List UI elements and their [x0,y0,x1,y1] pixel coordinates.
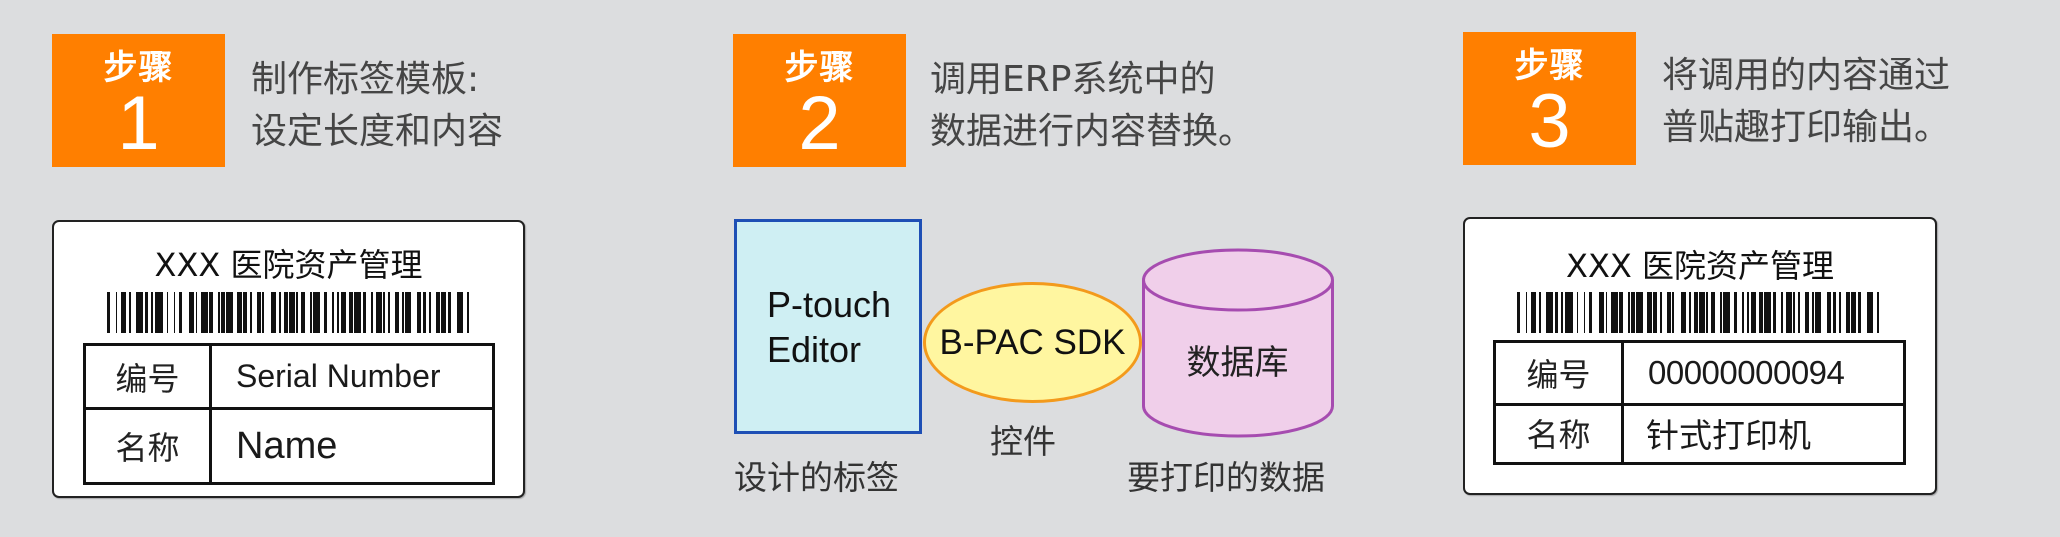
step-1-description: 制作标签模板: 设定长度和内容 [251,54,503,158]
label-row-serial: 编号 00000000094 [1496,343,1903,406]
step-word: 步骤 [103,48,174,88]
ptouch-editor-box: P-touch Editor [734,219,922,434]
label-row-name: 名称 Name [86,410,492,482]
step-3-description: 将调用的内容通过 普贴趣打印输出。 [1662,50,1950,154]
label-key: 编号 [1496,343,1624,403]
step-1-line-2: 设定长度和内容 [251,111,504,152]
step-1-line-1: 制作标签模板: [251,59,480,100]
step-3-badge: 步骤 3 [1463,32,1636,165]
ptouch-editor-label: P-touch Editor [767,282,891,372]
step-number: 2 [798,81,841,166]
label-value: Serial Number [236,358,441,394]
label-key: 名称 [86,410,212,482]
label-table: 编号 Serial Number 名称 Name [83,343,495,485]
step-2-badge: 步骤 2 [733,34,906,167]
step-word: 步骤 [1514,46,1585,86]
step-1-badge: 步骤 1 [52,34,225,167]
label-value: 针式打印机 [1646,415,1811,455]
caption-control: 控件 [990,422,1056,461]
label-row-name: 名称 针式打印机 [1496,403,1903,462]
step-2-line-1: 调用ERP系统中的 [930,59,1216,100]
label-row-serial: 编号 Serial Number [86,346,492,410]
step-word: 步骤 [784,48,855,88]
barcode-icon [1517,292,1883,333]
label-title: XXX 医院资产管理 [1566,247,1834,285]
step-3-line-1: 将调用的内容通过 [1662,55,1951,96]
database-cylinder-icon [1142,248,1334,438]
database-label: 数据库 [1186,343,1289,383]
step-3-line-2: 普贴趣打印输出。 [1662,107,1951,148]
label-value: Name [236,424,338,467]
caption-label-design: 设计的标签 [734,458,899,497]
step-number: 1 [117,81,160,166]
step-2-line-2: 数据进行内容替换。 [930,111,1255,152]
label-key: 编号 [86,346,212,407]
label-value: 00000000094 [1648,354,1845,391]
ptouch-line-1: P-touch [767,284,892,325]
label-printed-card: XXX 医院资产管理 编号 00000000094 名称 针式打印机 [1463,217,1937,495]
label-key: 名称 [1496,403,1624,462]
barcode-icon [107,292,473,333]
caption-data-to-print: 要打印的数据 [1127,458,1325,497]
step-2-description: 调用ERP系统中的 数据进行内容替换。 [930,54,1254,158]
label-table: 编号 00000000094 名称 针式打印机 [1493,340,1906,465]
bpac-sdk-label: B-PAC SDK [939,322,1126,362]
bpac-sdk-ellipse: B-PAC SDK [923,282,1142,403]
label-template-card: XXX 医院资产管理 编号 Serial Number 名称 Name [52,220,525,498]
ptouch-line-2: Editor [767,329,862,370]
step-number: 3 [1528,79,1571,164]
label-title: XXX 医院资产管理 [154,246,423,284]
